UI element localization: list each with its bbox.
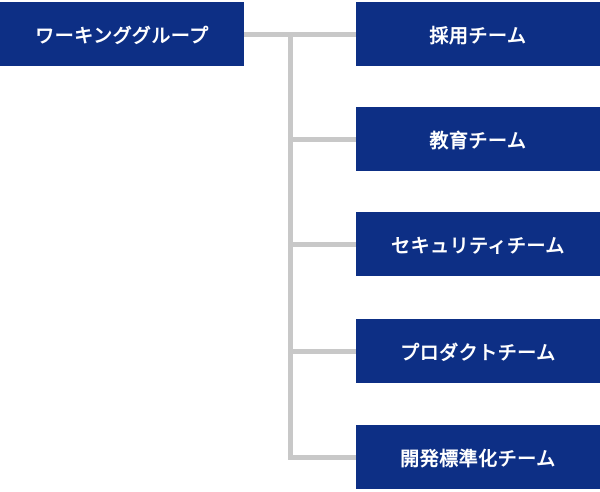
branch-connector-5 [288, 455, 356, 460]
child-node-label: 教育チーム [429, 129, 527, 152]
child-node-product: プロダクトチーム [356, 319, 600, 383]
branch-connector-3 [288, 242, 356, 247]
child-node-label: 開発標準化チーム [400, 447, 556, 470]
branch-connector-1 [288, 32, 356, 37]
child-node-dev-standards: 開発標準化チーム [356, 425, 600, 489]
root-node: ワーキンググループ [0, 2, 244, 66]
child-node-label: 採用チーム [429, 24, 527, 47]
child-node-security: セキュリティチーム [356, 212, 600, 276]
root-node-label: ワーキンググループ [35, 24, 209, 47]
child-node-label: プロダクトチーム [400, 341, 556, 364]
child-node-recruiting: 採用チーム [356, 2, 600, 66]
branch-connector-2 [288, 137, 356, 142]
branch-connector-4 [288, 349, 356, 354]
child-node-label: セキュリティチーム [391, 234, 565, 257]
root-connector [244, 32, 292, 37]
child-node-education: 教育チーム [356, 107, 600, 171]
